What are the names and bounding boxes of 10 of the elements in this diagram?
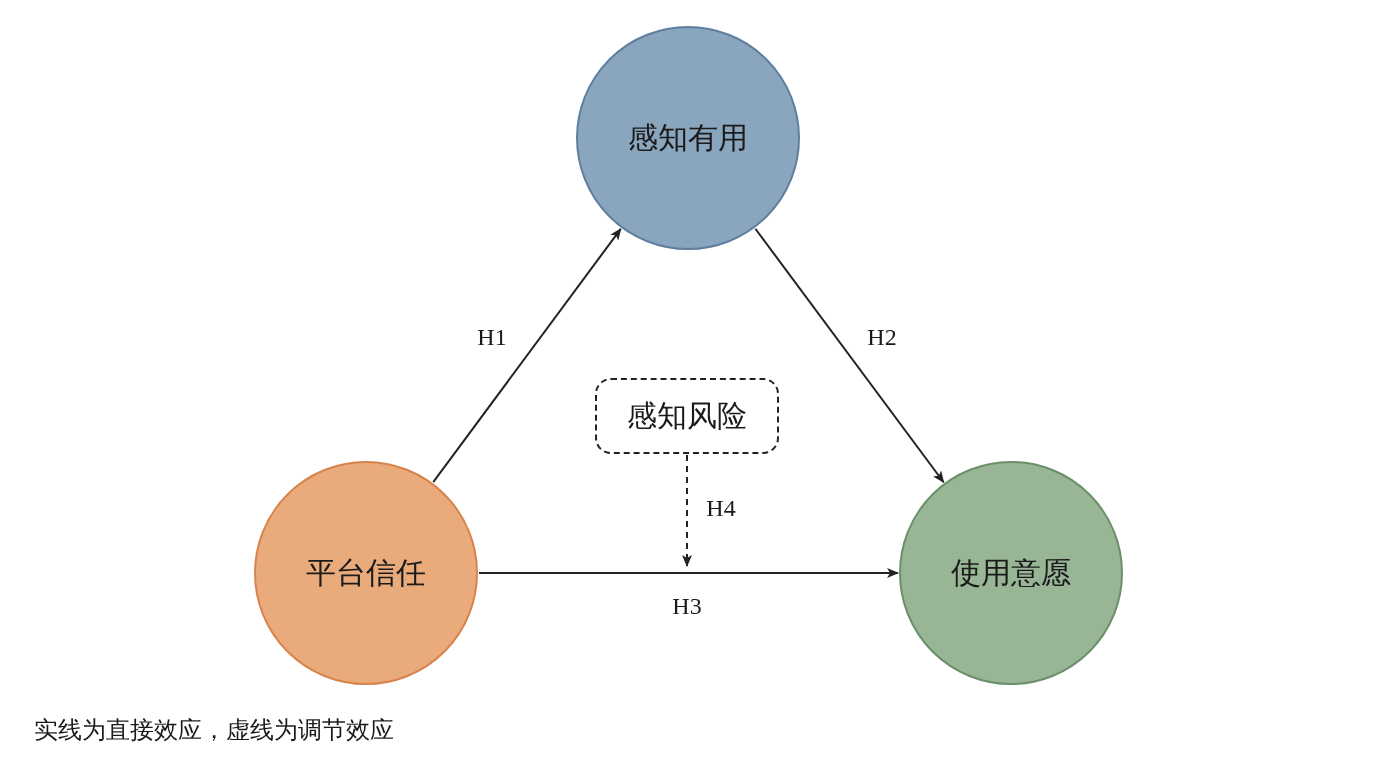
moderator-box [595, 378, 779, 454]
arrow [432, 227, 622, 484]
arrow [682, 454, 692, 567]
node-label: 平台信任 [306, 555, 426, 592]
node-label: 感知风险 [627, 398, 747, 435]
arrow [754, 227, 945, 484]
arrow [478, 568, 899, 578]
node-label: 感知有用 [628, 120, 748, 157]
caption: 实线为直接效应，虚线为调节效应 [34, 716, 394, 745]
node-label: 使用意愿 [951, 555, 1071, 592]
